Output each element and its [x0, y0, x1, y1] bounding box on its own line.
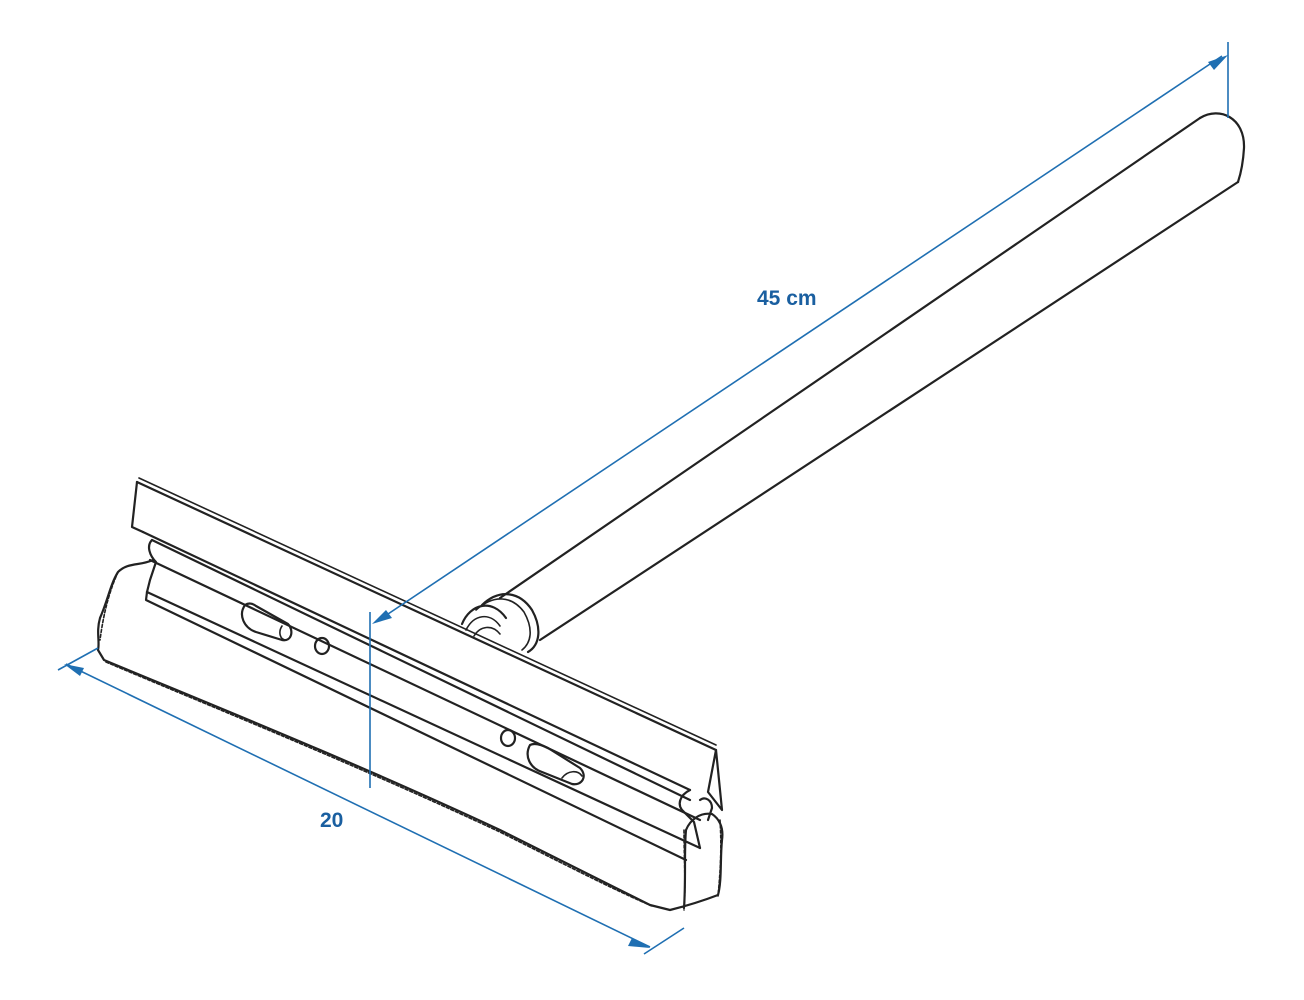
arrowhead-icon: [628, 938, 650, 948]
handle-length-label: 45 cm: [757, 287, 817, 310]
arrowhead-icon: [372, 610, 392, 624]
blade-holder: [141, 530, 714, 862]
dimension-handle-length: [369, 42, 1229, 788]
rubber-blade: [130, 477, 724, 812]
round-hole: [313, 636, 517, 748]
sponge: [96, 558, 724, 912]
handle: [460, 112, 1246, 654]
head-width-label: 20: [320, 809, 344, 832]
dimension-head-width: [57, 647, 685, 955]
slot-hole: [240, 602, 585, 786]
arrowhead-icon: [1208, 55, 1228, 70]
arrowhead-icon: [64, 664, 84, 676]
